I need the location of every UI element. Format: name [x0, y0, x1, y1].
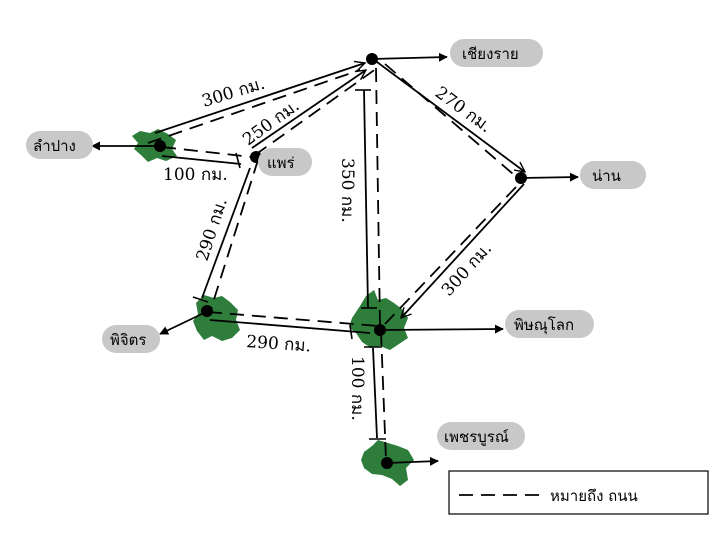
phitsanulok-blob	[349, 290, 408, 350]
label-phichit: พิจิตร	[102, 325, 160, 353]
road-nan-phitsanulok	[401, 183, 525, 318]
node-phichit	[201, 305, 213, 317]
svg-text:พิจิตร: พิจิตร	[110, 331, 146, 349]
legend: หมายถึง ถนน	[448, 470, 709, 515]
road-chiangrai-phitsanulok	[363, 89, 369, 309]
node-chiangrai	[366, 53, 378, 65]
svg-text:ลำปาง: ลำปาง	[33, 137, 76, 155]
dist-chiangrai-phitsanulok: 350 กม.	[337, 158, 357, 223]
road-phrae-phichit	[201, 167, 251, 299]
dist-lampang-phrae: 100 กม.	[163, 165, 228, 185]
outward-arrows	[91, 52, 579, 466]
label-phrae: แพร่	[258, 148, 312, 176]
road-lampang-chiangrai	[154, 63, 365, 134]
phichit-blob	[193, 295, 240, 341]
label-lampang: ลำปาง	[26, 131, 93, 159]
node-nan	[515, 172, 527, 184]
label-chiangrai: เชียงราย	[450, 39, 543, 67]
svg-text:น่าน: น่าน	[592, 167, 621, 185]
distance-labels: 300 กม. 250 กม. 270 กม. 100 กม. 350 กม. …	[163, 74, 496, 421]
node-phetchabun	[381, 457, 393, 469]
svg-text:แพร่: แพร่	[267, 154, 295, 172]
road-phrae-chiangrai	[251, 70, 366, 149]
svg-text:พิษณุโลก: พิษณุโลก	[514, 316, 574, 335]
dist-phitsanulok-phetchabun: 100 กม.	[347, 356, 367, 421]
dist-phrae-chiangrai: 250 กม.	[239, 96, 303, 150]
road-phichit-phitsanulok	[209, 319, 371, 334]
node-phitsanulok	[374, 324, 386, 336]
city-labels: เชียงราย ลำปาง แพร่ น่าน พิจิตร พิษณุโลก…	[26, 39, 646, 450]
legend-box	[448, 470, 709, 515]
dist-phichit-phitsanulok: 290 กม.	[246, 332, 312, 356]
label-phetchabun: เพชรบูรณ์	[437, 422, 525, 450]
svg-text:เพชรบูรณ์: เพชรบูรณ์	[444, 428, 509, 446]
road-chiangrai-nan	[376, 61, 525, 172]
roads-dashed	[147, 63, 521, 461]
node-lampang	[154, 140, 166, 152]
label-nan: น่าน	[580, 161, 646, 189]
roads-solid	[154, 61, 525, 439]
road-lampang-phrae	[161, 155, 242, 165]
legend-text: หมายถึง ถนน	[550, 487, 638, 505]
label-phitsanulok: พิษณุโลก	[505, 310, 594, 338]
road-phitsanulok-phetchabun	[372, 347, 378, 439]
dist-phrae-phichit: 290 กม.	[193, 196, 232, 264]
svg-text:เชียงราย: เชียงราย	[462, 45, 519, 63]
